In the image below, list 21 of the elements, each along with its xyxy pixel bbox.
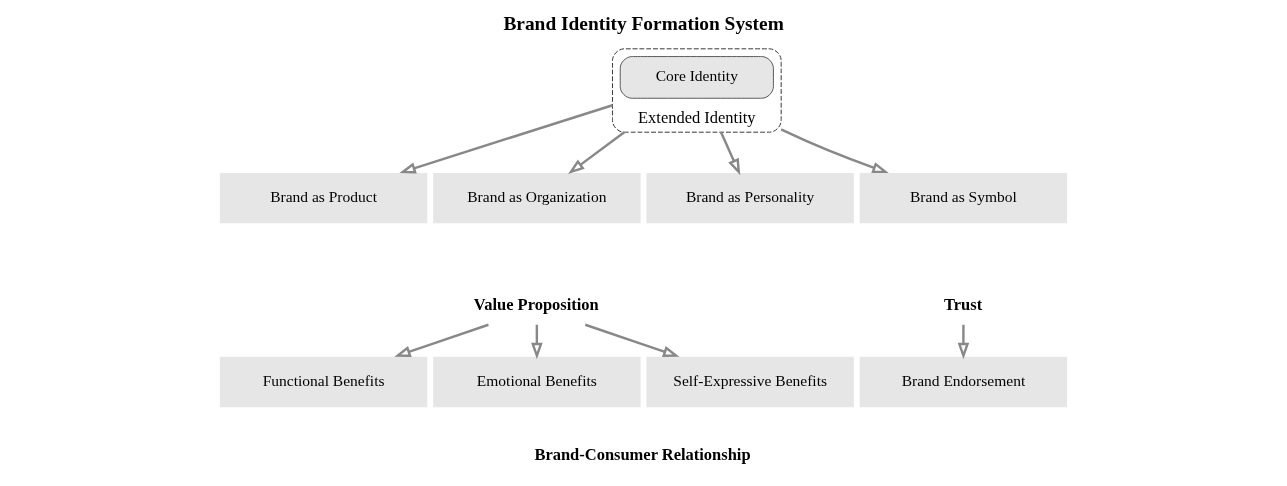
node-box: Brand as Symbol bbox=[857, 170, 1070, 226]
arrow bbox=[394, 323, 489, 357]
node-box: Brand as Personality bbox=[644, 170, 856, 226]
diagram-title: Brand Identity Formation System bbox=[503, 13, 784, 35]
arrow bbox=[568, 131, 626, 174]
node-box: Brand Endorsement bbox=[857, 354, 1070, 410]
node-box: Core Identity bbox=[619, 56, 774, 99]
node-text: Value Proposition bbox=[473, 295, 599, 315]
node-text: Trust bbox=[944, 295, 983, 315]
node-box: Functional Benefits bbox=[217, 354, 430, 410]
arrow bbox=[584, 323, 680, 357]
label: Brand-Consumer Relationship bbox=[534, 444, 751, 464]
node-box: Self-Expressive Benefits bbox=[644, 354, 856, 410]
arrow bbox=[399, 104, 613, 174]
arrow bbox=[531, 324, 543, 360]
arrow bbox=[780, 128, 889, 174]
node-box: Brand as Organization bbox=[431, 170, 643, 226]
node-box: Brand as Product bbox=[217, 170, 430, 226]
arrow bbox=[719, 131, 741, 176]
arrow bbox=[957, 324, 970, 360]
node-box: Emotional Benefits bbox=[431, 354, 643, 410]
